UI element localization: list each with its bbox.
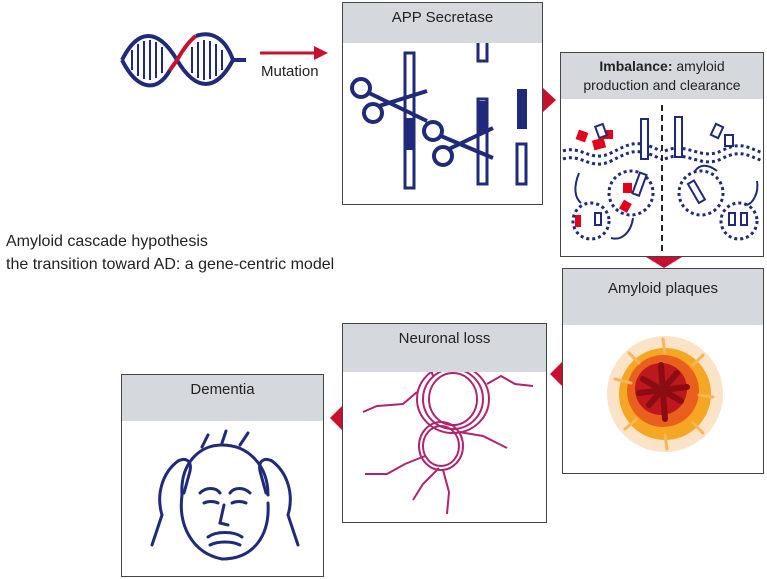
app-secretase-panel: APP Secretase bbox=[342, 2, 543, 205]
dna-helix-icon bbox=[120, 32, 246, 88]
arrow-secretase-to-imbalance bbox=[543, 88, 556, 112]
amyloid-plaques-header: Amyloid plaques bbox=[563, 269, 763, 325]
imbalance-header-rest2: production and clearance bbox=[583, 77, 741, 93]
mutation-label: Mutation bbox=[261, 63, 319, 80]
imbalance-header-bold: Imbalance: bbox=[599, 58, 673, 74]
distressed-face-icon bbox=[150, 429, 300, 561]
imbalance-panel: Imbalance: amyloid production and cleara… bbox=[560, 52, 764, 257]
amyloid-plaque-icon bbox=[607, 336, 723, 452]
neuronal-loss-header: Neuronal loss bbox=[343, 324, 546, 372]
diagram-title-line1: Amyloid cascade hypothesis bbox=[6, 233, 208, 250]
app-secretase-header: APP Secretase bbox=[343, 3, 542, 43]
diagram-title-line2: the transition toward AD: a gene-centric… bbox=[6, 256, 335, 273]
scissors-icon bbox=[350, 77, 428, 124]
scissors-icon bbox=[422, 120, 494, 167]
arrow-neuronal-to-dementia bbox=[330, 406, 342, 430]
imbalance-header-rest1: amyloid bbox=[672, 58, 725, 74]
dementia-header: Dementia bbox=[122, 375, 323, 421]
amyloid-plaques-panel: Amyloid plaques bbox=[562, 268, 764, 474]
neuronal-loss-panel: Neuronal loss bbox=[342, 323, 547, 523]
arrow-imbalance-to-plaques bbox=[646, 257, 682, 268]
imbalance-header: Imbalance: amyloid production and cleara… bbox=[561, 53, 763, 99]
arrow-plaques-to-neuronal bbox=[550, 362, 562, 386]
dementia-panel: Dementia bbox=[121, 374, 324, 577]
mutation-arrow bbox=[260, 46, 328, 60]
